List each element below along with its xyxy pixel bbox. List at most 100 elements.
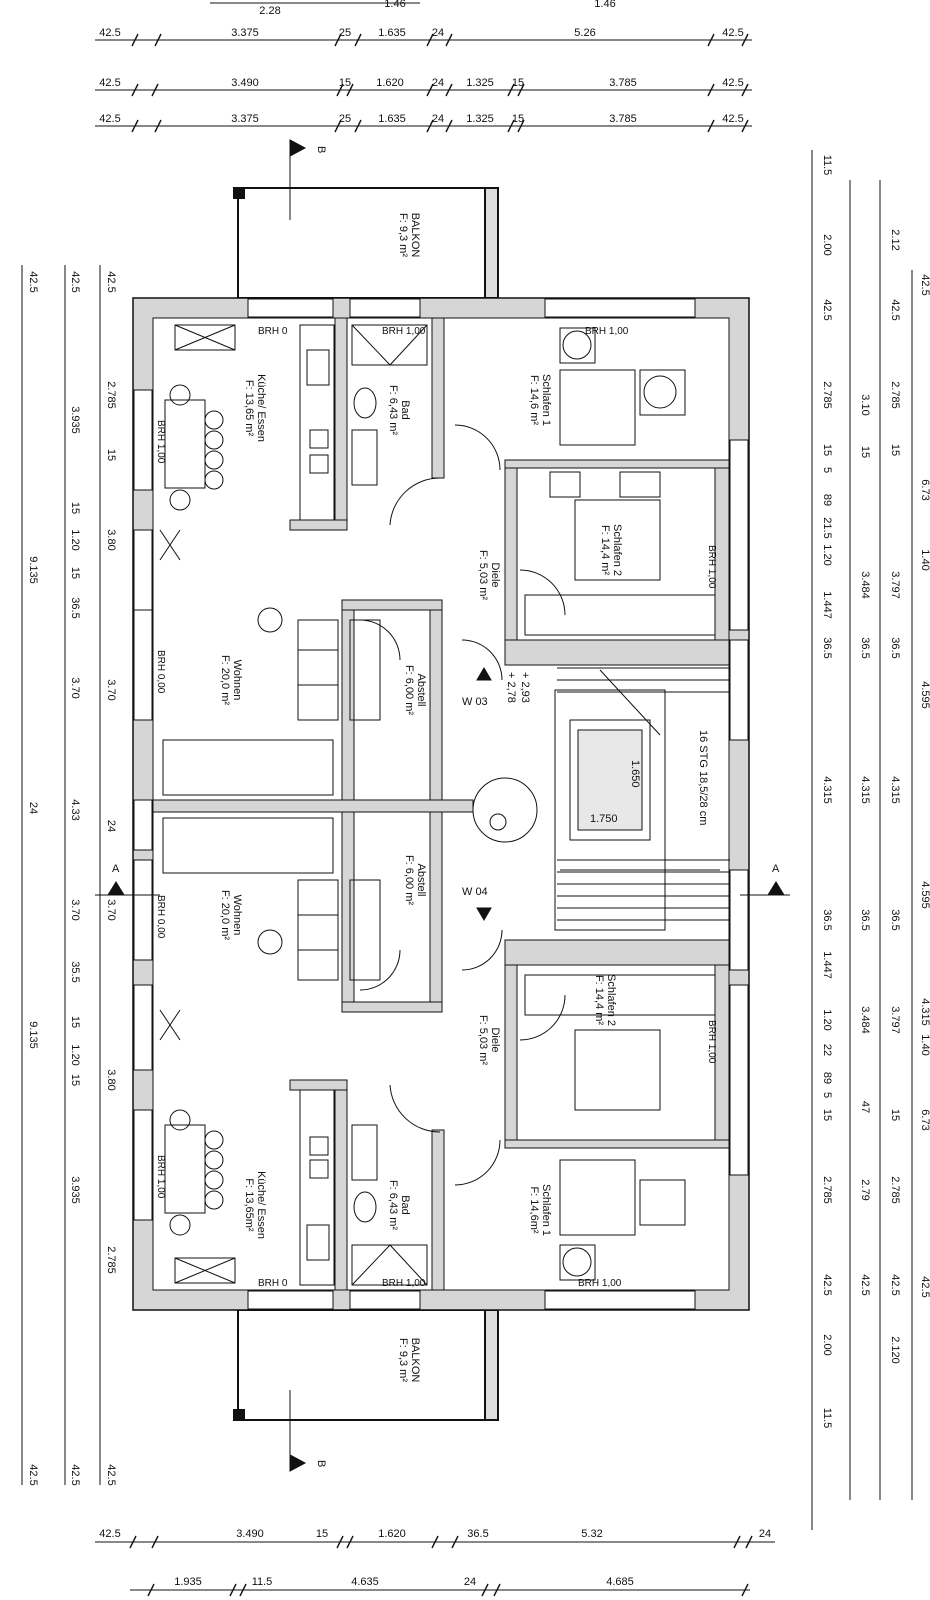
brh-label: BRH 1,00 [155, 1155, 166, 1199]
room-area: F: 6,00 m² [403, 665, 415, 715]
dim-label: 89 [821, 494, 833, 506]
dim-label: 15 [69, 1074, 81, 1086]
dim-label: 24 [432, 113, 444, 125]
dim-label: 42.5 [69, 271, 81, 292]
room-area: F: 6,43 m² [387, 1180, 399, 1230]
dim-label: 1.40 [919, 1034, 930, 1055]
brh-label: BRH 1,00 [382, 326, 426, 337]
dim-label: 1.635 [378, 27, 406, 39]
bedroom-furniture [524, 327, 716, 1281]
dim-label: 42.5 [99, 1528, 120, 1540]
room-area: F: 14,6m² [528, 1186, 540, 1233]
dim-label: 2.785 [889, 1176, 901, 1204]
room-name: Schlafen 2 [611, 524, 623, 576]
bottom-dimension-chains [95, 1535, 775, 1597]
dim-label: 15 [339, 77, 351, 89]
dim-label: 15 [889, 444, 901, 456]
room-name: Abstell [415, 863, 427, 896]
room-name: Diele [489, 1027, 501, 1052]
dim-label: 36.5 [889, 637, 901, 658]
brh-label: BRH 0,00 [155, 650, 166, 694]
dim-label: 1.325 [466, 113, 494, 125]
dim-label: 4.315 [859, 776, 871, 804]
room-name: Küche/ Essen [255, 374, 267, 442]
brh-label: BRH 1,00 [706, 1020, 717, 1064]
room-area: F: 20,0 m² [219, 890, 231, 940]
room-area: F: 14,4 m² [599, 525, 611, 575]
interior-walls [152, 317, 730, 1291]
brh-label: BRH 1,00 [585, 326, 629, 337]
dim-label: 5.32 [581, 1528, 602, 1540]
room-area: F: 9,3 m² [397, 213, 409, 257]
dim-label: 36.5 [467, 1528, 488, 1540]
dim-label: 25 [339, 27, 351, 39]
window-tag: W 04 [462, 886, 488, 898]
living-furniture [159, 529, 381, 1041]
dim-label: 36.5 [859, 637, 871, 658]
dim-label: 2.120 [889, 1336, 901, 1364]
dim-label: 21.5 [821, 517, 833, 538]
dim-label: 42.5 [27, 1464, 39, 1485]
dim-label: 1.20 [69, 1044, 81, 1065]
dim-label: 15 [105, 449, 117, 461]
dim-label: 3.935 [69, 1176, 81, 1204]
dim-label: 3.797 [889, 571, 901, 599]
room-area: F: 20,0 m² [219, 655, 231, 705]
dim-label: 2.00 [821, 1334, 833, 1355]
dim-label: 15 [69, 1016, 81, 1028]
dim-label: 89 [821, 1072, 833, 1084]
bottom-dimension-labels: 42.5 3.490 15 1.620 36.5 5.32 24 1.935 1… [99, 1528, 771, 1588]
room-area: F: 14,6 m² [528, 375, 540, 425]
section-b-label: B [315, 1460, 327, 1467]
dim-label: 2.12 [889, 229, 901, 250]
dim-label: 24 [432, 77, 444, 89]
brh-label: BRH 1,00 [155, 420, 166, 464]
dim-label: 42.5 [919, 274, 930, 295]
dim-label: 2.785 [889, 381, 901, 409]
room-name: Diele [489, 562, 501, 587]
room-name: Wohnen [231, 660, 243, 701]
room-name: Bad [399, 1195, 411, 1215]
dim-label: 3.70 [69, 677, 81, 698]
dim-label: 4.685 [606, 1576, 634, 1588]
room-name: Schlafen 1 [540, 1184, 552, 1236]
dim-label: 6.73 [919, 1109, 930, 1130]
dim-label: 47 [859, 1101, 871, 1113]
room-area: F: 14,4 m² [593, 975, 605, 1025]
doors [359, 424, 566, 1186]
level-mark: + 2,78 [505, 672, 517, 703]
dim-label: 2.785 [821, 1176, 833, 1204]
left-dimension-chains [21, 265, 101, 1485]
dim-label: 4.595 [919, 881, 930, 909]
dim-label: 35.5 [69, 961, 81, 982]
dim-label: 42.5 [821, 1274, 833, 1295]
dim-label: 11.5 [821, 155, 833, 176]
dim-label: 42.5 [27, 271, 39, 292]
dim-label: 36.5 [821, 909, 833, 930]
dim-label: 42.5 [821, 299, 833, 320]
dim-label: 42.5 [889, 299, 901, 320]
dim-label: 5 [821, 467, 833, 473]
dim-label: 22 [821, 1044, 833, 1056]
dim-label: 1.20 [69, 529, 81, 550]
room-name: Schlafen 2 [605, 974, 617, 1026]
dim-label: 3.70 [105, 899, 117, 920]
left-dimension-labels: 42.5 9.135 24 9.135 42.5 42.5 3.935 15 1… [27, 271, 117, 1485]
dim-label: 15 [821, 444, 833, 456]
dim-label: 5.26 [574, 27, 595, 39]
dim-label: 24 [464, 1576, 476, 1588]
dim-label: 1.620 [376, 77, 404, 89]
right-dimension-chains [811, 150, 913, 1530]
room-name: Abstell [415, 673, 427, 706]
section-a-label: A [112, 863, 120, 875]
dim-label: 36.5 [69, 597, 81, 618]
dim-label: 2.28 [259, 5, 280, 17]
dim-label: 25 [339, 113, 351, 125]
dim-label: 3.785 [609, 77, 637, 89]
dim-label: 3.797 [889, 1006, 901, 1034]
room-area: F: 13,65m² [243, 1178, 255, 1232]
dim-label: 15 [316, 1528, 328, 1540]
room-name: BALKON [409, 213, 421, 258]
dim-label: 3.70 [105, 679, 117, 700]
dim-label: 42.5 [722, 27, 743, 39]
